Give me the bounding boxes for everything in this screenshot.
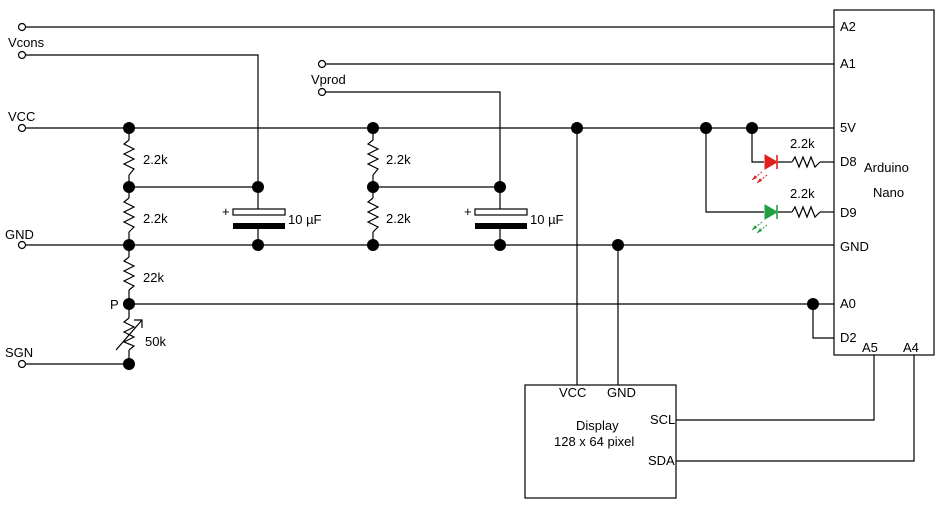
capacitor-c2: [474, 208, 528, 229]
terminal-vcc: [17, 123, 27, 133]
resistor-r2: [122, 197, 136, 233]
junction-dots: [123, 122, 819, 370]
label-pot: 50k: [145, 334, 166, 349]
label-r2: 2.2k: [143, 211, 168, 226]
arduino-title-line2: Nano: [873, 185, 904, 200]
led-red-icon: [751, 154, 778, 184]
capacitor-c2-plus: +: [464, 204, 472, 219]
arduino-title-line1: Arduino: [864, 160, 909, 175]
label-r5: 2.2k: [386, 211, 411, 226]
label-vcons: Vcons: [8, 35, 45, 50]
potentiometer: [115, 317, 143, 351]
resistor-r3: [122, 256, 136, 291]
label-r4: 2.2k: [386, 152, 411, 167]
terminal-vprod: [317, 87, 327, 97]
pin-label-d8: D8: [840, 154, 857, 169]
terminal-a2: [17, 22, 27, 32]
terminal-sgn: [17, 359, 27, 369]
label-r3: 22k: [143, 270, 164, 285]
label-r1: 2.2k: [143, 152, 168, 167]
capacitor-c1-value: 10 µF: [288, 212, 322, 227]
label-r-led-green: 2.2k: [790, 186, 815, 201]
label-p: P: [110, 297, 119, 312]
pin-label-d2: D2: [840, 330, 857, 345]
pin-label-a1: A1: [840, 56, 856, 71]
pin-label-a0: A0: [840, 296, 856, 311]
resistor-led-green: [791, 205, 821, 219]
display-title-line1: Display: [576, 418, 619, 433]
arduino-nano-block: [833, 9, 935, 356]
label-sgn: SGN: [5, 345, 33, 360]
display-pin-scl: SCL: [650, 412, 675, 427]
terminal-gnd: [17, 240, 27, 250]
display-title-line2: 128 x 64 pixel: [554, 434, 634, 449]
pin-label-a4: A4: [903, 340, 919, 355]
resistor-led-red: [791, 155, 821, 169]
pin-label-a5: A5: [862, 340, 878, 355]
capacitor-c1: [232, 208, 286, 229]
wires: [24, 26, 915, 462]
led-green-icon: [751, 204, 778, 234]
resistor-r5: [366, 197, 380, 233]
label-vprod: Vprod: [311, 72, 346, 87]
label-gnd: GND: [5, 227, 34, 242]
display-pin-sda: SDA: [648, 453, 675, 468]
pin-label-gnd: GND: [840, 239, 869, 254]
display-pin-vcc: VCC: [559, 385, 586, 400]
capacitor-c1-plus: +: [222, 204, 230, 219]
display-pin-gnd: GND: [607, 385, 636, 400]
resistor-r1: [122, 139, 136, 176]
display-block: [524, 384, 677, 499]
terminal-a1: [317, 59, 327, 69]
pin-label-d9: D9: [840, 205, 857, 220]
pin-label-a2: A2: [840, 19, 856, 34]
label-vcc: VCC: [8, 109, 35, 124]
terminal-vcons: [17, 50, 27, 60]
capacitor-c2-value: 10 µF: [530, 212, 564, 227]
label-r-led-red: 2.2k: [790, 136, 815, 151]
resistor-r4: [366, 139, 380, 176]
pin-label-5v: 5V: [840, 120, 856, 135]
